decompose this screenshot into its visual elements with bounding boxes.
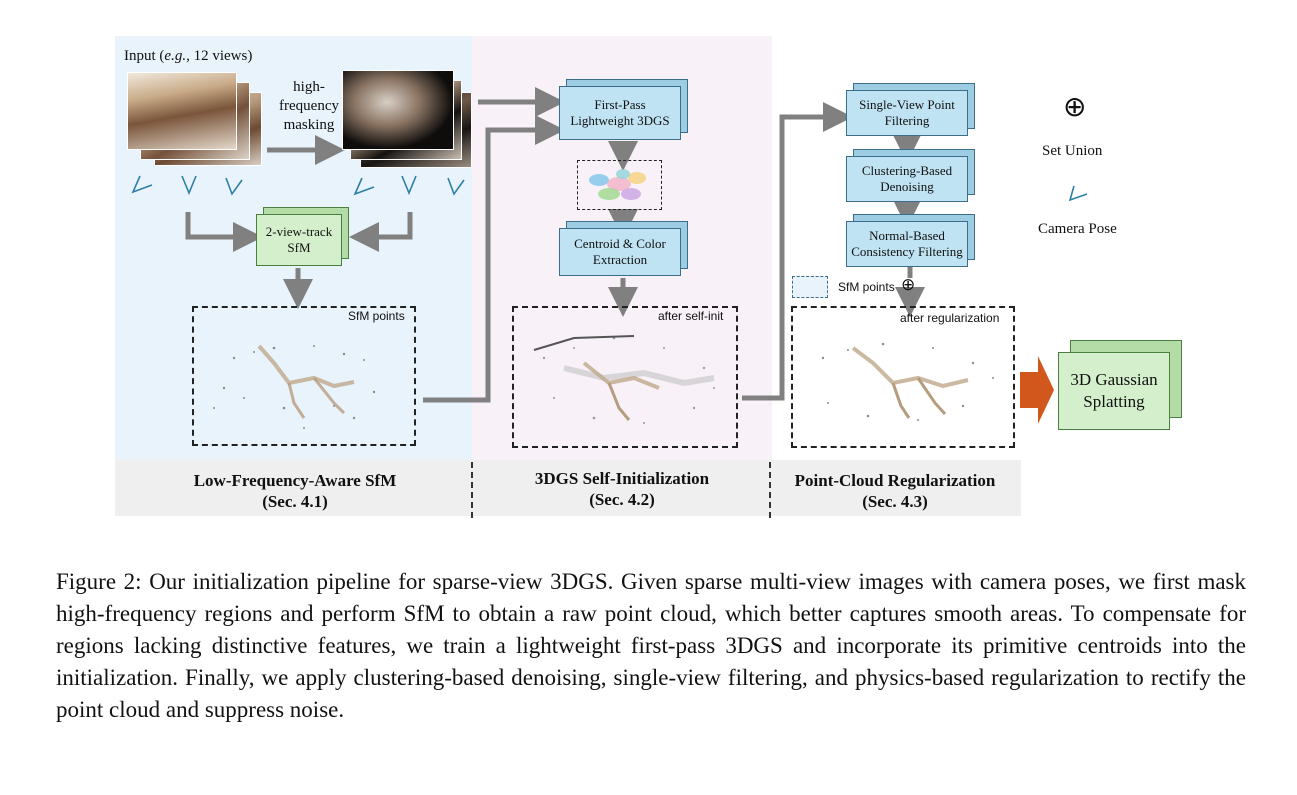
gaussian-primitives-panel [577, 160, 662, 210]
sfm-point-cloud-image [213, 344, 376, 429]
stage1-section: (Sec. 4.1) [262, 492, 328, 511]
sfm-points-thumbnail [792, 276, 828, 298]
stage3-name: Point-Cloud Regularization [794, 471, 996, 490]
sfm-points-union-label: SfM points [838, 280, 895, 294]
sfm-points-label: SfM points [348, 309, 405, 323]
legend-camera-icon [1068, 185, 1088, 202]
gaussian-primitives-image [589, 169, 646, 200]
stage3-title: Point-Cloud Regularization (Sec. 4.3) [770, 470, 1020, 512]
stage1-title: Low-Frequency-Aware SfM (Sec. 4.1) [118, 470, 472, 512]
clustering-denoising-box: Clustering-Based Denoising [846, 156, 968, 202]
masking-label: high- frequency masking [279, 79, 339, 133]
legend-union-icon: ⊕ [1063, 90, 1087, 123]
stage2-title: 3DGS Self-Initialization (Sec. 4.2) [472, 468, 772, 510]
regularized-point-cloud-image [821, 342, 994, 421]
connector-arrows [185, 87, 1054, 424]
stage-footer [115, 460, 1021, 516]
single-view-filtering-box: Single-View Point Filtering [846, 90, 968, 136]
after-regularization-label: after regularization [900, 311, 1000, 325]
sfm-points-panel [192, 306, 416, 446]
after-self-init-label: after self-init [658, 309, 724, 323]
self-init-point-cloud-image [533, 335, 715, 424]
first-pass-3dgs-box: First-Pass Lightweight 3DGS [559, 86, 681, 140]
after-regularization-panel [791, 306, 1015, 448]
camera-pose-icons [131, 175, 465, 196]
stage-divider [769, 462, 771, 518]
input-label: Input (e.g., 12 views) [124, 48, 253, 64]
stage-divider [471, 462, 473, 518]
set-union-icon: ⊕ [901, 275, 916, 295]
stage2-name: 3DGS Self-Initialization [534, 469, 710, 488]
pipeline-figure: Input (e.g., 12 views) high- frequency m… [115, 36, 1170, 518]
normal-consistency-filtering-box: Normal-Based Consistency Filtering [846, 221, 968, 267]
after-self-init-panel [512, 306, 738, 448]
stage1-name: Low-Frequency-Aware SfM [193, 471, 397, 490]
stage2-section: (Sec. 4.2) [589, 490, 655, 509]
figure-caption: Figure 2: Our initialization pipeline fo… [56, 569, 1246, 722]
centroid-color-extraction-box: Centroid & Color Extraction [559, 228, 681, 276]
legend-union-label: Set Union [1042, 143, 1103, 159]
legend-camera-label: Camera Pose [1038, 221, 1117, 237]
two-view-track-sfm-box: 2-view-track SfM [256, 214, 342, 266]
gaussian-splatting-box: 3D Gaussian Splatting [1058, 352, 1170, 430]
stage3-section: (Sec. 4.3) [862, 492, 928, 511]
